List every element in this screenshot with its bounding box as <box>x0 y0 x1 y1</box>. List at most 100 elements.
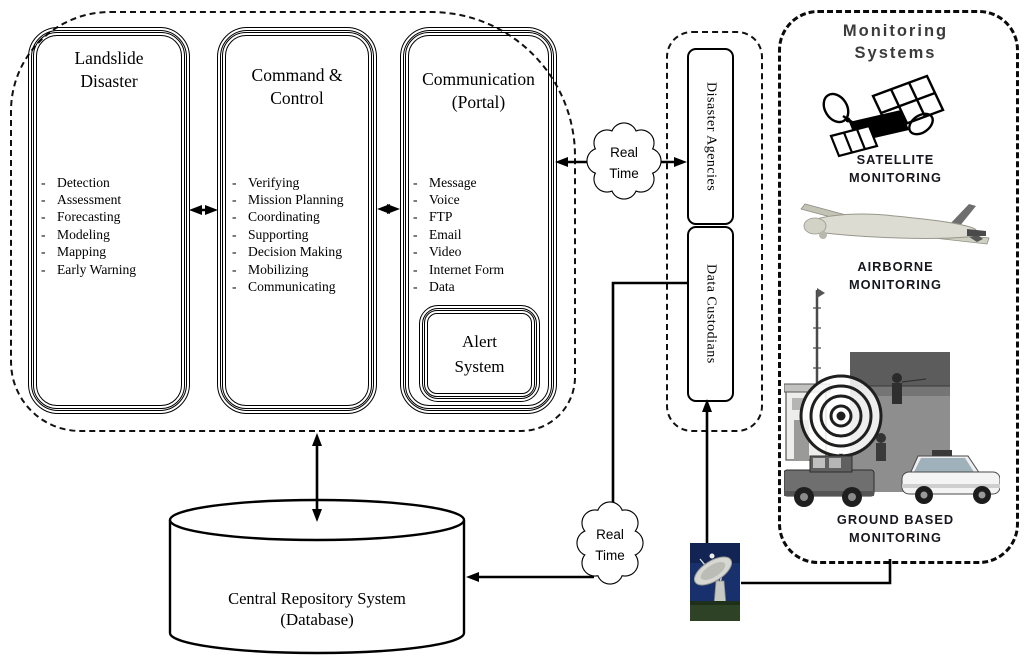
list-item: -Mapping <box>41 244 136 261</box>
box-title: Landslide Disaster <box>38 47 180 93</box>
uav-tail-cone <box>967 229 986 236</box>
satellite-dish-antenna <box>822 92 856 125</box>
cloud-label-line: Real <box>610 145 638 160</box>
box-title: Command & Control <box>227 64 367 110</box>
box-title-line: Command & <box>251 65 343 85</box>
agencies-dashed-container <box>666 31 763 432</box>
box-ring <box>30 29 188 412</box>
box-title-line: Landslide <box>74 48 144 68</box>
disaster-agencies-label: Disaster Agencies <box>703 81 719 192</box>
arrow-realtime-repository <box>466 572 594 582</box>
list-item: -FTP <box>413 209 504 226</box>
box-ring <box>35 34 183 407</box>
cloud-label-line: Time <box>609 166 639 181</box>
main-system-dashed-container <box>10 11 576 432</box>
bullet-dash: - <box>232 192 237 208</box>
box-ring <box>217 27 377 414</box>
dish-ground <box>690 605 740 621</box>
box-ring <box>28 27 190 414</box>
data-custodians-label: Data Custodians <box>703 264 719 364</box>
box-ring <box>405 32 552 409</box>
box-ring <box>426 312 533 395</box>
list-item: -Video <box>413 244 504 261</box>
data-custodians-box: Data Custodians <box>687 226 734 402</box>
box-title: Communication (Portal) <box>410 68 547 114</box>
bullet-dash: - <box>41 209 46 225</box>
caption-line: MONITORING <box>849 169 942 185</box>
list-item-label: Data <box>429 279 455 295</box>
airborne-monitoring-caption: AIRBORNE MONITORING <box>778 258 1013 293</box>
bullet-dash: - <box>41 174 46 190</box>
list-item: -Voice <box>413 191 504 208</box>
repository-label-line2: (Database) <box>280 610 354 629</box>
bullet-dash: - <box>41 244 46 260</box>
caption-line: GROUND BASED <box>836 512 955 527</box>
bullet-dash: - <box>413 261 418 277</box>
list-item: -Assessment <box>41 191 136 208</box>
bullet-dash: - <box>413 192 418 208</box>
cloud-label-line: Real <box>596 527 624 542</box>
landslide-disaster-box: Landslide Disaster -Detection -Assessmen… <box>28 27 190 414</box>
box-ring <box>224 34 370 407</box>
box-ring <box>424 310 535 397</box>
satellite-lower-panel <box>829 124 879 158</box>
caption-line: MONITORING <box>849 529 942 545</box>
list-item: -Internet Form <box>413 261 504 278</box>
bullet-dash: - <box>413 209 418 225</box>
police-car <box>901 450 1001 504</box>
list-item-label: Decision Making <box>248 244 343 260</box>
list-item-label: Verifying <box>248 174 300 190</box>
uav-tail-fin <box>949 204 976 227</box>
bullet-dash: - <box>232 279 237 295</box>
box-ring <box>402 29 555 412</box>
bullet-dash: - <box>413 174 418 190</box>
box-ring <box>421 307 538 400</box>
list-item-label: Forecasting <box>57 209 121 225</box>
alert-system-box: Alert System <box>419 305 540 402</box>
list-item-label: Mapping <box>57 244 107 260</box>
satellite-monitoring-caption: SATELLITE MONITORING <box>778 151 1013 186</box>
box-ring <box>400 27 557 414</box>
alert-system-label: Alert System <box>429 315 530 392</box>
satellite-dish-photo <box>690 543 740 626</box>
realtime-label-top: Real Time <box>594 142 654 184</box>
list-item: -Detection <box>41 174 136 191</box>
alert-line: Alert <box>462 331 497 351</box>
box-ring <box>419 305 540 402</box>
monitoring-title-line: Monitoring <box>842 22 949 40</box>
bullet-dash: - <box>41 192 46 208</box>
list-item-label: Modeling <box>57 226 110 242</box>
list-item-label: FTP <box>429 209 453 225</box>
bullet-dash: - <box>413 226 418 242</box>
box-ring <box>222 32 372 409</box>
caption-line: SATELLITE <box>856 152 935 167</box>
alert-line: System <box>454 356 505 376</box>
caption-line: MONITORING <box>849 276 942 292</box>
list-item-label: Early Warning <box>57 261 137 277</box>
list-item: -Supporting <box>232 226 344 243</box>
bullet-dash: - <box>232 226 237 242</box>
uav-sensor-ball <box>819 231 827 239</box>
bullet-dash: - <box>232 261 237 277</box>
monitoring-systems-title: Monitoring Systems <box>778 21 1013 64</box>
uav-fuselage <box>805 213 978 239</box>
list-item: -Coordinating <box>232 209 344 226</box>
box-ring <box>33 32 185 409</box>
list-item: -Decision Making <box>232 244 344 261</box>
list-item-label: Voice <box>429 192 460 208</box>
list-item-label: Assessment <box>57 192 122 208</box>
list-item: -Modeling <box>41 226 136 243</box>
list-item: -Email <box>413 226 504 243</box>
realtime-label-bottom: Real Time <box>580 524 640 566</box>
satellite-icon <box>815 74 950 163</box>
monitoring-systems-dashed-container <box>778 10 1019 564</box>
box-title-line: Communication <box>422 69 535 89</box>
uav-drone-icon <box>799 192 991 259</box>
command-control-box: Command & Control -Verifying -Mission Pl… <box>217 27 377 414</box>
list-item: -Verifying <box>232 174 344 191</box>
uav-nose <box>803 217 827 235</box>
ground-monitoring-image <box>783 286 1001 513</box>
caption-line: AIRBORNE <box>857 259 934 274</box>
communication-portal-box: Communication (Portal) -Message -Voice -… <box>400 27 557 414</box>
